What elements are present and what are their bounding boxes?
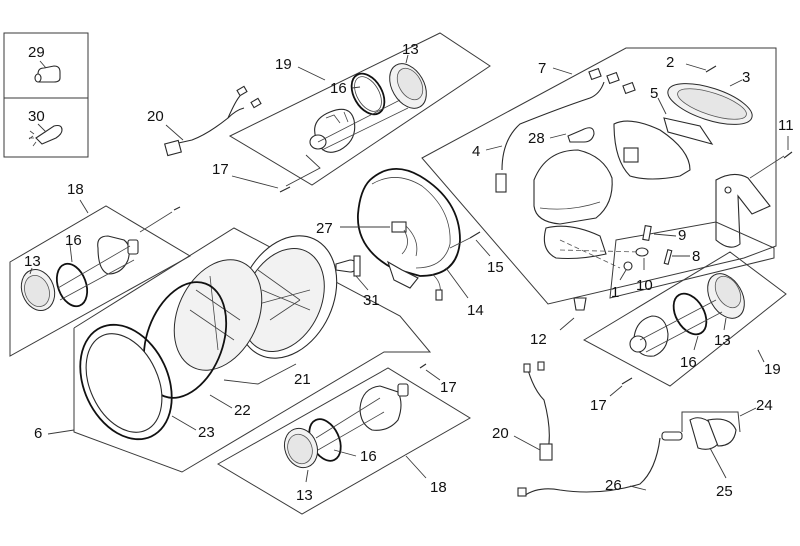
plate-light-cable-icon: [523, 437, 661, 497]
group-frame-6: [73, 227, 432, 473]
tail-light-wiring-icon: [495, 67, 636, 193]
wiring-harness-icon: [164, 85, 262, 157]
reflector-icon: [663, 117, 714, 145]
tail-light-group: 7 4 28 3: [421, 47, 794, 305]
callout-18-bottom: 18: [430, 479, 447, 496]
callout-28: 28: [528, 130, 545, 147]
callout-16-left: 16: [65, 232, 82, 249]
callout-6: 6: [34, 425, 42, 442]
front-left-lower-turn-signal-group: 18 16 13 17: [217, 363, 471, 515]
group-frame-7: [421, 47, 777, 305]
wedge-bulb-icon: [28, 123, 63, 147]
plate-light-frame: [681, 411, 741, 433]
callout-19-bottom: 19: [764, 361, 781, 378]
callout-16-bottom: 16: [360, 448, 377, 465]
group-frame-19-top: [228, 32, 491, 186]
callout-11: 11: [778, 117, 794, 134]
callout-16-top: 16: [330, 80, 347, 97]
tail-housing-icon: [533, 120, 691, 260]
callout-26: 26: [605, 477, 622, 494]
callout-1: 1: [611, 284, 619, 301]
license-bracket-icon: [715, 173, 771, 248]
callout-17-bottom: 17: [440, 379, 457, 396]
callout-12: 12: [530, 331, 547, 348]
callout-19-top: 19: [275, 56, 292, 73]
callout-5: 5: [650, 85, 658, 102]
turn-signal-housing-icon: [97, 235, 130, 275]
callout-7: 7: [538, 60, 546, 77]
headlight-reflector-icon: [236, 235, 338, 359]
inset-frame: [3, 32, 89, 158]
callout-10: 10: [636, 277, 653, 294]
screw-icon: [419, 363, 427, 369]
callout-20-top: 20: [147, 108, 164, 125]
callout-13-top: 13: [402, 41, 419, 58]
mounting-hardware: 9 10 8 1 12: [530, 221, 775, 348]
front-right-turn-signal-group: 19 16 13: [228, 32, 491, 187]
tail-bulb-icon: [567, 127, 595, 143]
callout-18-left: 18: [67, 181, 84, 198]
callout-3: 3: [742, 69, 750, 86]
callout-25: 25: [716, 483, 733, 500]
license-plate-light-group: 20 24 25 26: [492, 361, 773, 500]
screw-icon: [279, 186, 291, 193]
callout-17-top: 17: [212, 161, 229, 178]
callout-2: 2: [666, 54, 674, 71]
bulb-inset-box: 29 30: [3, 32, 89, 158]
callout-8: 8: [692, 248, 700, 265]
small-bulb-icon: [34, 60, 61, 83]
screw-icon: [621, 377, 633, 385]
bushing-icon: [635, 247, 649, 257]
group-frame-18-bottom: [217, 367, 471, 515]
washer-icon: [623, 261, 633, 271]
gasket-ring-icon: [55, 262, 89, 308]
hardware-frame: [609, 221, 775, 299]
callout-9: 9: [678, 227, 686, 244]
turn-signal-housing-icon: [359, 385, 402, 431]
callout-30: 30: [28, 108, 45, 125]
headlight-shell-icon: [357, 168, 461, 289]
group-frame-19-bottom: [582, 251, 787, 387]
o-ring-icon: [142, 281, 228, 399]
front-left-turn-signal-group: 18 16 13: [9, 181, 192, 357]
callout-13-right: 13: [714, 332, 731, 349]
callout-4: 4: [472, 143, 480, 160]
callout-13-left: 13: [24, 253, 41, 270]
wiring-connector-icon: [391, 221, 443, 301]
turn-signal-housing-icon: [309, 108, 356, 153]
headlight-group: 6 21 22 23: [34, 227, 432, 473]
callout-31: 31: [363, 292, 380, 309]
rear-right-turn-signal-group: 19 16 13 17: [582, 251, 787, 414]
screw-icon: [663, 249, 673, 265]
gasket-ring-icon: [350, 72, 386, 116]
screw-icon: [783, 151, 793, 159]
screw-icon: [705, 65, 717, 73]
grommet-icon: [573, 297, 587, 311]
callout-21: 21: [294, 371, 311, 388]
callout-24: 24: [756, 397, 773, 414]
bolt-icon: [642, 224, 652, 242]
headlight-lens-icon: [173, 259, 263, 371]
callout-27: 27: [316, 220, 333, 237]
headlight-shell-group: 27 31 15 14: [316, 168, 504, 319]
callout-20-bottom: 20: [492, 425, 509, 442]
tail-light-lens-icon: [667, 83, 753, 125]
callout-29: 29: [28, 44, 45, 61]
wiring-harness-icon: [523, 361, 553, 461]
callout-13-bottom: 13: [296, 487, 313, 504]
callout-22: 22: [234, 402, 251, 419]
callout-16-right: 16: [680, 354, 697, 371]
screw-icon: [469, 231, 481, 239]
callout-14: 14: [467, 302, 484, 319]
headlight-bulb-icon: [335, 255, 361, 277]
callout-15: 15: [487, 259, 504, 276]
callout-23: 23: [198, 424, 215, 441]
callout-17-right: 17: [590, 397, 607, 414]
license-plate-light-icon: [661, 417, 737, 450]
headlight-trim-ring-icon: [79, 323, 173, 441]
turn-signal-lens-icon: [389, 63, 427, 109]
